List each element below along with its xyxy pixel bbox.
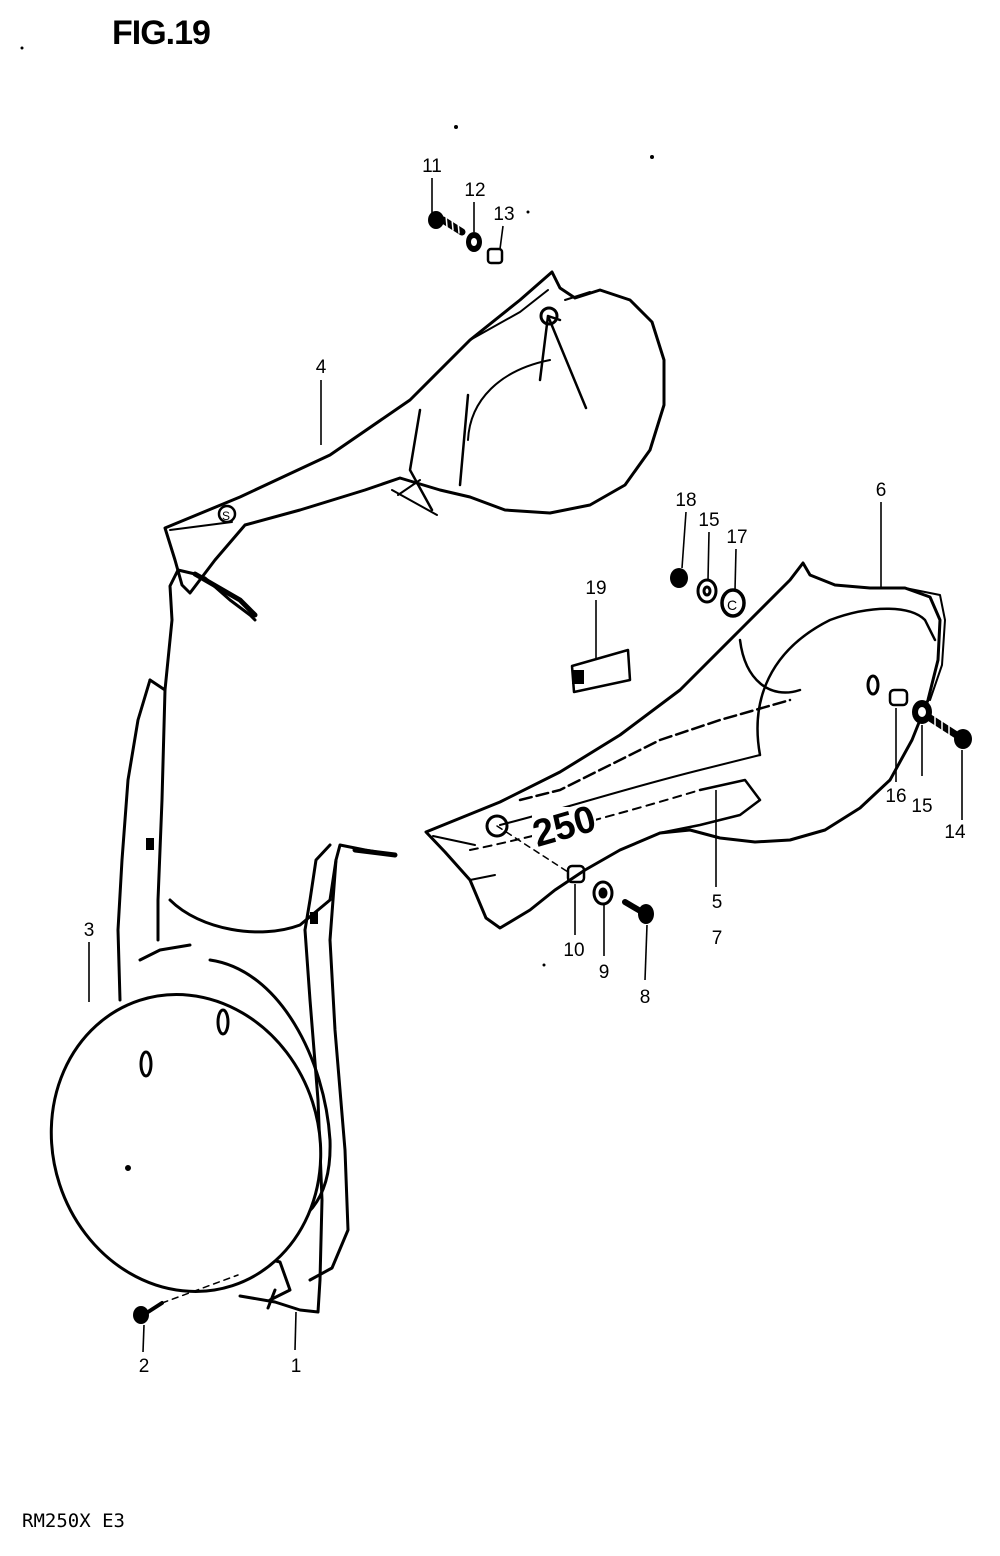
cover-marking-250: 250 <box>528 798 601 856</box>
grommet-part-12 <box>466 232 482 252</box>
label-part-19 <box>570 648 632 694</box>
assembly-axis-front <box>496 825 569 873</box>
callout-10: 10 <box>563 940 584 961</box>
right-side-cover-part-5: 250 <box>424 561 946 930</box>
callout-19: 19 <box>585 578 606 599</box>
figure-title: FIG.19 <box>112 14 211 52</box>
callout-16: 16 <box>885 786 906 807</box>
callout-13: 13 <box>493 204 514 225</box>
callout-2: 2 <box>139 1356 150 1377</box>
callout-18: 18 <box>675 490 696 511</box>
grommet-part-17: C <box>720 588 746 618</box>
leader-lines <box>88 178 963 1353</box>
assembly-axis-plate <box>161 1274 239 1304</box>
callout-12: 12 <box>464 180 485 201</box>
washer-part-15-upper <box>696 578 718 604</box>
model-code: RM250X E3 <box>22 1510 125 1532</box>
left-side-cover-part-4: S <box>163 270 666 595</box>
callout-6: 6 <box>876 480 887 501</box>
svg-text:C: C <box>727 597 737 613</box>
nut-part-18 <box>670 568 688 588</box>
callout-8: 8 <box>640 987 651 1008</box>
collar-part-10 <box>566 864 586 884</box>
number-plate-panel-part-3 <box>49 993 323 1293</box>
collar-part-13 <box>486 247 504 265</box>
bolt-part-14 <box>926 714 972 749</box>
svg-text:S: S <box>222 509 230 523</box>
grommet-part-9 <box>592 880 614 906</box>
callout-3: 3 <box>84 920 95 941</box>
callout-15-upper: 15 <box>698 510 719 531</box>
callout-numbers: 1 2 3 4 5 6 7 8 9 10 11 12 13 14 15 15 1… <box>84 156 966 1377</box>
callout-9: 9 <box>599 962 610 983</box>
callout-4: 4 <box>316 357 327 378</box>
callout-5: 5 <box>712 892 723 913</box>
callout-14: 14 <box>944 822 966 843</box>
callout-11: 11 <box>422 156 442 177</box>
bolt-part-11 <box>428 211 466 236</box>
collar-part-16 <box>888 688 909 707</box>
bolt-part-8 <box>622 899 654 924</box>
callout-17: 17 <box>726 527 747 548</box>
callout-7: 7 <box>712 928 723 949</box>
screw-part-2 <box>133 1301 164 1324</box>
callout-15-lower: 15 <box>911 796 932 817</box>
callout-1: 1 <box>291 1356 302 1377</box>
